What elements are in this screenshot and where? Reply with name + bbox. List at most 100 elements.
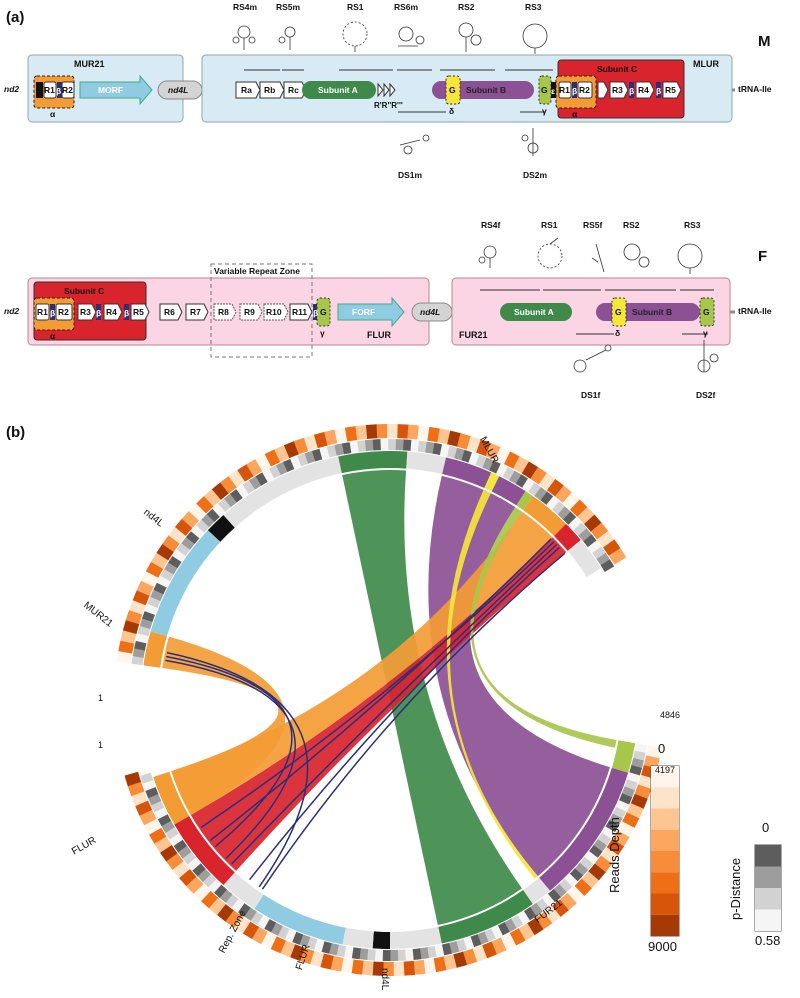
- reads-depth-cell: [403, 960, 416, 976]
- female-c-alpha-label: α: [50, 331, 56, 341]
- p-distance-cell: [135, 632, 149, 644]
- p-distance-cell: [605, 820, 619, 833]
- reads-depth-cell: [148, 827, 167, 844]
- p-distance-cell: [257, 915, 270, 929]
- female-rs2-label: RS2: [623, 220, 640, 230]
- male-delta-label: δ: [449, 106, 455, 116]
- female-c-r3: [77, 303, 97, 321]
- p-distance-cell: [154, 807, 168, 820]
- p-distance-cell: [269, 465, 282, 479]
- repeat-link-curve: [209, 538, 552, 841]
- p-distance-cell: [255, 472, 269, 486]
- p-distance-cell: [515, 474, 529, 488]
- mur21-alpha-arc: [143, 631, 167, 668]
- male-rs1-label: RS1: [347, 2, 364, 12]
- variable-zone-label: Variable Repeat Zone: [214, 266, 300, 276]
- p-distance-cell: [528, 482, 542, 497]
- reads-depth-cell: [203, 488, 222, 507]
- male-c-r2-label: R2: [579, 85, 590, 95]
- male-c-alpha-label: α: [572, 109, 578, 119]
- reads-depth-cell: [611, 830, 630, 847]
- reads-depth-cell: [242, 921, 259, 940]
- gray-f-arc2: [390, 926, 442, 949]
- morf-arc: [150, 530, 221, 637]
- female-c-beta-1: [50, 304, 55, 320]
- female-c-beta-3: [124, 304, 129, 320]
- p-distance-cell: [404, 948, 414, 961]
- mlur-label: MLUR: [693, 59, 719, 69]
- reads-depth-cell: [443, 954, 457, 971]
- variable-repeat-zone-box: [210, 263, 313, 358]
- p-distance-cell: [219, 889, 233, 903]
- female-c-r4-label: R4: [106, 307, 117, 317]
- reads-depth-cell: [606, 838, 625, 856]
- reads-depth-cell: [407, 424, 420, 440]
- reads-depth-cell: [172, 860, 190, 879]
- male-c-r1: [558, 81, 572, 99]
- p-distance-cell: [343, 946, 354, 959]
- female-g1-label: G: [615, 307, 622, 317]
- reads-depth-cell: [603, 539, 621, 557]
- c-f-arc: [174, 816, 235, 886]
- g-m-arc: [484, 472, 500, 492]
- p-distance-cell: [534, 486, 548, 501]
- reads-depth-cell: [559, 892, 577, 911]
- ds1m-label: DS1m: [398, 170, 423, 180]
- p-distance-cell: [579, 856, 594, 871]
- p-distance-cell: [132, 647, 146, 658]
- reads-depth-cell: [551, 899, 569, 918]
- reads-depth-cell: [118, 640, 135, 654]
- male-rprime-3: [389, 82, 396, 98]
- reads-depth-cell: [200, 890, 219, 909]
- p-distance-cell: [202, 873, 217, 888]
- p-distance-cell: [364, 439, 374, 452]
- flur-label: FLUR: [367, 330, 391, 340]
- p-distance-cell: [395, 439, 405, 451]
- nd4l-f-arc: [372, 931, 390, 949]
- female-r11-label: R11: [292, 307, 308, 317]
- forf-arc: [254, 894, 346, 945]
- p-distance-cell: [382, 949, 391, 961]
- rs6m-label: RS6m: [394, 2, 419, 12]
- reads-depth-cell: [413, 959, 426, 975]
- p-distance-cell: [165, 826, 179, 840]
- p-distance-cell: [190, 525, 205, 539]
- p-distance-cell: [558, 878, 573, 893]
- reads-depth-cell: [590, 522, 609, 540]
- ds2m-label: DS2m: [523, 170, 548, 180]
- reads-depth-cell: [584, 514, 602, 532]
- male-subunit-a: [302, 81, 376, 99]
- female-g-gamma: [316, 297, 331, 327]
- reads-depth-cell: [574, 878, 592, 897]
- reads-depth-cell: [211, 482, 230, 500]
- p-distance-cell: [131, 655, 144, 666]
- reads-depth-min: 0: [658, 741, 666, 756]
- p-distance-cell: [150, 589, 164, 602]
- reads-depth-cell: [437, 428, 451, 445]
- p-distance-cell: [546, 496, 560, 510]
- female-r6-label: R6: [164, 307, 175, 317]
- p-distance-cell: [463, 936, 475, 950]
- p-distance-cell: [502, 467, 515, 481]
- reads-depth-max: 9000: [648, 939, 677, 954]
- female-g-delta: [611, 297, 627, 327]
- reads-depth-cell: [626, 803, 644, 819]
- p-distance-cell: [552, 501, 566, 515]
- female-gamma2-label: γ: [703, 328, 708, 338]
- p-distance-cell: [173, 839, 187, 853]
- reads-depth-cell: [181, 510, 200, 529]
- p-distance-cell: [448, 941, 460, 954]
- reads-depth-cell: [504, 451, 520, 469]
- reads-depth-cell: [546, 478, 565, 497]
- p-distance-cell: [388, 439, 397, 451]
- reads-depth-cell: [393, 961, 405, 976]
- male-rb: [259, 81, 285, 99]
- repeat-link-curve: [249, 546, 560, 881]
- reads-depth-swatch: [651, 893, 679, 915]
- p-distance-cell: [206, 508, 221, 522]
- p-distance-cell: [631, 757, 644, 769]
- p-distance-cell: [372, 439, 382, 451]
- reads-depth-cell: [361, 960, 374, 976]
- reads-depth-cell: [452, 951, 468, 968]
- reads-depth-cell: [344, 426, 358, 442]
